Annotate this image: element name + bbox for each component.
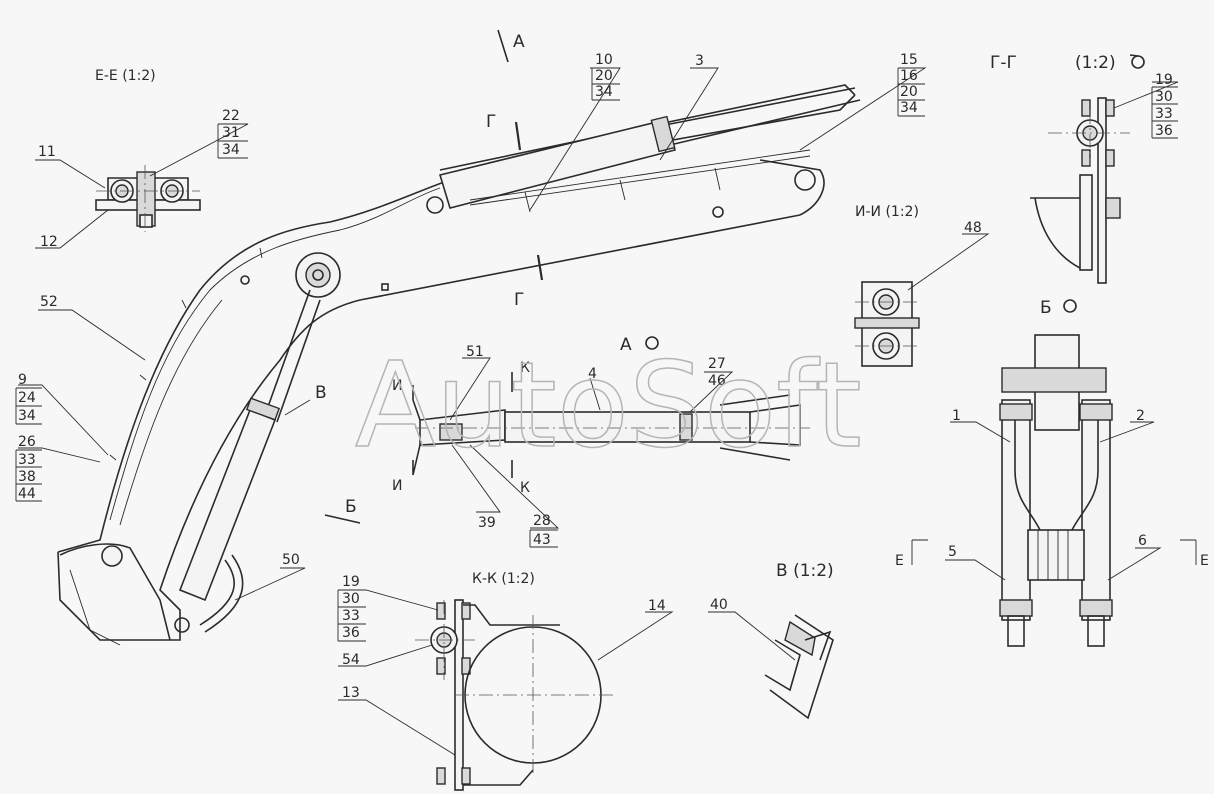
svg-text:19: 19 — [342, 574, 360, 590]
svg-text:30: 30 — [1155, 89, 1173, 105]
svg-text:10: 10 — [595, 52, 613, 68]
view-b: Б 1 2 5 6 Е Е — [895, 298, 1209, 647]
view-i-i: И-И (1:2) 48 — [854, 204, 990, 367]
svg-text:2: 2 — [1136, 408, 1145, 424]
svg-text:4: 4 — [588, 366, 597, 382]
svg-text:Е: Е — [1200, 553, 1209, 569]
watermark: AutoSoft — [355, 336, 862, 474]
svg-text:51: 51 — [466, 344, 484, 360]
section-mark-g-bottom — [536, 254, 544, 281]
svg-text:33: 33 — [342, 608, 360, 624]
section-mark-g-bottom-label: Г — [514, 290, 524, 310]
svg-text:33: 33 — [1155, 106, 1173, 122]
svg-text:34: 34 — [222, 142, 240, 158]
svg-text:12: 12 — [40, 234, 58, 250]
svg-text:36: 36 — [1155, 123, 1173, 139]
svg-text:54: 54 — [342, 652, 360, 668]
svg-text:34: 34 — [18, 408, 36, 424]
view-v: В (1:2) 40 — [708, 561, 834, 720]
svg-text:34: 34 — [900, 100, 918, 116]
svg-text:46: 46 — [708, 373, 726, 389]
svg-text:50: 50 — [282, 552, 300, 568]
view-a: А И И К К 51 4 27 46 39 28 43 — [392, 335, 810, 548]
section-mark-a-line — [497, 29, 509, 63]
svg-text:И: И — [392, 478, 402, 494]
view-k-k-title: К-К (1:2) — [472, 571, 535, 587]
svg-text:31: 31 — [222, 125, 240, 141]
section-mark-b-line — [324, 514, 361, 524]
section-mark-g-top-label: Г — [486, 112, 496, 132]
view-v-title: В (1:2) — [776, 561, 834, 581]
view-a-title: А — [620, 335, 632, 355]
svg-text:30: 30 — [342, 591, 360, 607]
svg-text:36: 36 — [342, 625, 360, 641]
svg-text:6: 6 — [1138, 533, 1147, 549]
svg-text:19: 19 — [1155, 72, 1173, 88]
svg-text:20: 20 — [595, 68, 613, 84]
svg-text:24: 24 — [18, 390, 36, 406]
svg-text:К: К — [520, 480, 530, 496]
view-e-e-title: Е-Е (1:2) — [95, 68, 156, 84]
svg-text:11: 11 — [38, 144, 56, 160]
svg-text:1: 1 — [952, 408, 961, 424]
view-g-g-scale: (1:2) — [1075, 53, 1116, 73]
view-g-g-title: Г-Г — [990, 53, 1017, 73]
view-k-k: К-К (1:2) 19 30 33 36 54 13 14 — [337, 571, 674, 791]
svg-text:33: 33 — [18, 452, 36, 468]
section-mark-g-top — [514, 121, 522, 151]
section-mark-a-label: А — [513, 32, 525, 52]
view-i-i-title: И-И (1:2) — [855, 204, 919, 220]
svg-text:34: 34 — [595, 84, 613, 100]
svg-text:16: 16 — [900, 68, 918, 84]
svg-text:27: 27 — [708, 356, 726, 372]
section-mark-b-label: Б — [345, 497, 357, 517]
svg-text:52: 52 — [40, 294, 58, 310]
view-g-g: Г-Г (1:2) 19 30 33 36 — [990, 53, 1179, 284]
svg-text:28: 28 — [533, 513, 551, 529]
main-callouts: 3 10 20 34 15 16 20 34 52 9 24 34 26 33 … — [15, 52, 927, 601]
svg-text:9: 9 — [18, 372, 27, 388]
svg-text:14: 14 — [648, 598, 666, 614]
svg-text:43: 43 — [533, 532, 551, 548]
svg-text:20: 20 — [900, 84, 918, 100]
view-e-e: Е-Е (1:2) 11 12 22 31 34 — [35, 68, 249, 250]
svg-text:38: 38 — [18, 469, 36, 485]
svg-text:26: 26 — [18, 434, 36, 450]
section-mark-v-label: В — [315, 383, 327, 403]
svg-text:40: 40 — [710, 597, 728, 613]
svg-text:К: К — [520, 360, 530, 376]
svg-text:3: 3 — [695, 53, 704, 69]
svg-text:5: 5 — [948, 544, 957, 560]
main-boom — [57, 84, 861, 646]
svg-text:48: 48 — [964, 220, 982, 236]
view-b-title: Б — [1040, 298, 1052, 318]
svg-text:И: И — [392, 378, 402, 394]
svg-text:13: 13 — [342, 685, 360, 701]
svg-text:22: 22 — [222, 108, 240, 124]
svg-text:44: 44 — [18, 486, 36, 502]
svg-text:15: 15 — [900, 52, 918, 68]
svg-text:Е: Е — [895, 553, 904, 569]
svg-text:39: 39 — [478, 515, 496, 531]
